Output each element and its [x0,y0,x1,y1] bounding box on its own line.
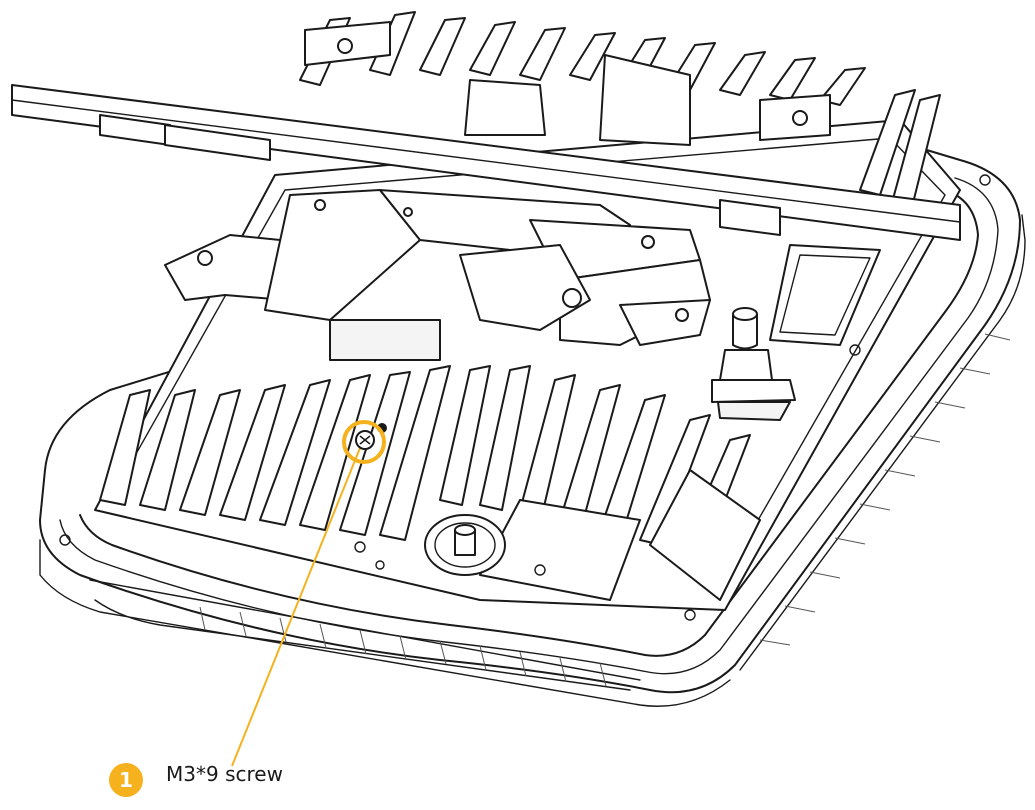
round-boss [424,514,506,576]
bracket-plates [164,21,831,361]
cable-gland [711,307,796,421]
left-heatsink-fins [99,365,451,541]
screw-holes [59,174,991,621]
side-fins [89,333,1011,691]
callout-leader-line [231,442,363,767]
right-panel [769,244,881,346]
back-right-fins [479,89,941,601]
callout-number-badge: 1 [109,763,143,797]
screw-highlight-ring [342,420,386,464]
callout-label: M3*9 screw [166,762,283,786]
mounting-rail [11,84,961,241]
